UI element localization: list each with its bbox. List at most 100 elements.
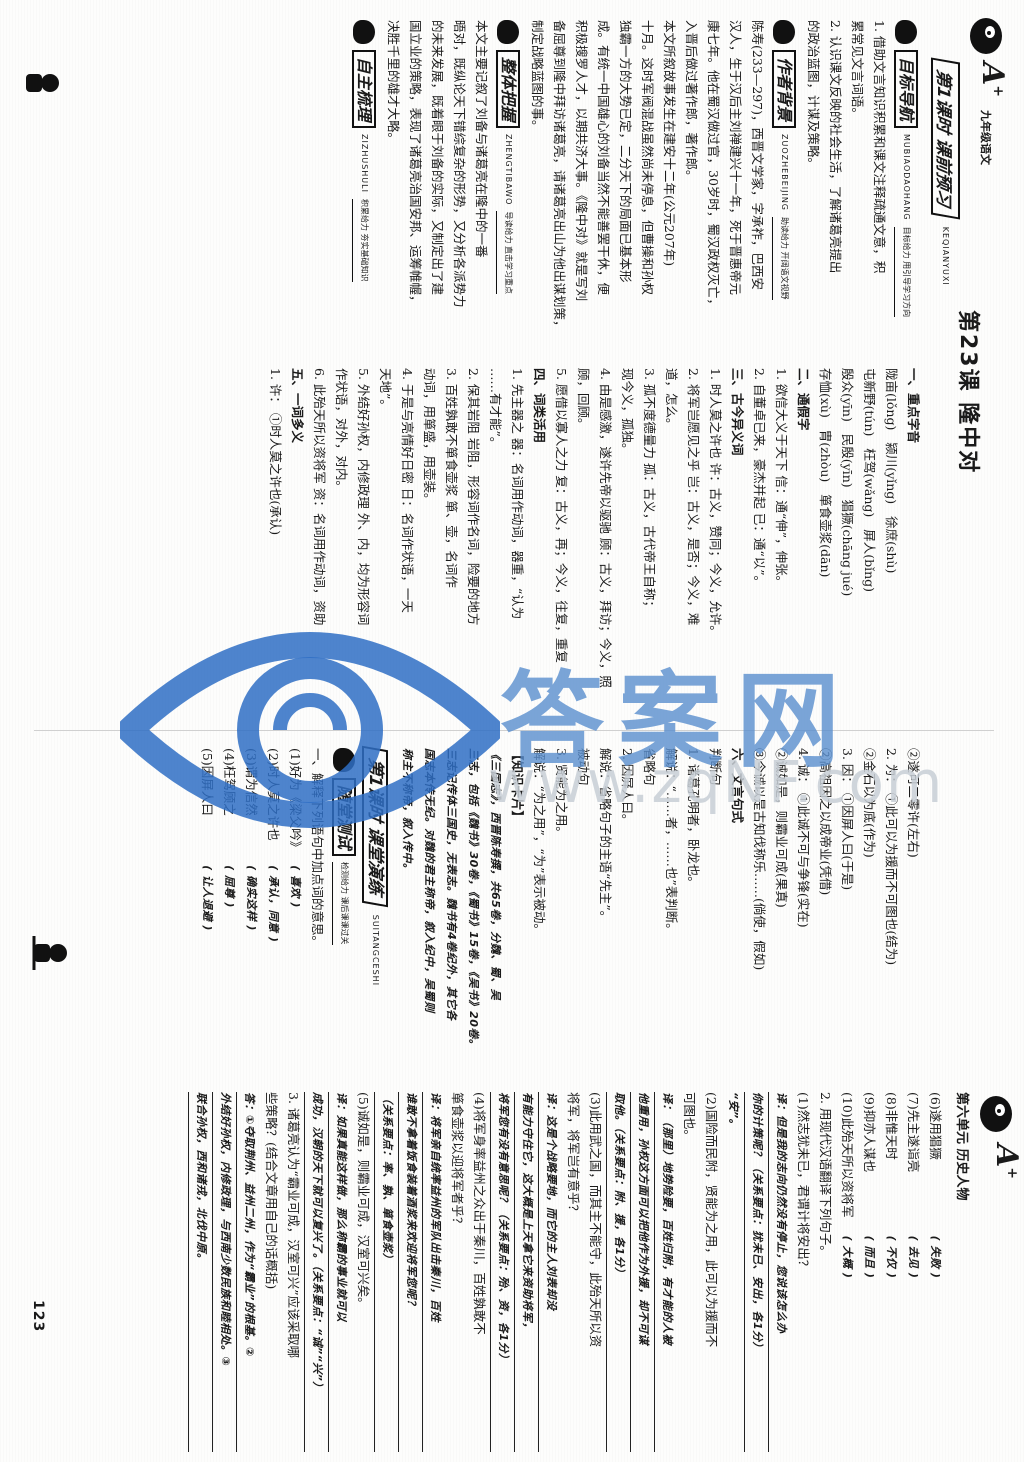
translate-item: 箪食壶浆以迎将军者乎？	[450, 1092, 465, 1230]
mascot-figure	[18, 60, 64, 106]
author-line: 陈寿(233—297)，西晋文学家，字承祚，巴西安	[750, 20, 765, 290]
translate-answer: 他重用，孙权这方面可以把他作为外援，却不可谋	[630, 1092, 654, 1452]
gujin-line: 1. 时人莫之许也 许：古义，赞同；今义，允许。	[708, 368, 723, 638]
question-1-items: (1)好为《梁父吟》 (2)时人莫之许也 (3)谓为信然 (4)枉驾顾之 (5)…	[196, 748, 306, 1078]
author-line: 积极搜罗人才，以期共济大事。《隆中对》就是写刘	[574, 20, 589, 302]
gist-line: 决胜千里的雄才大略。	[386, 20, 401, 146]
question-item: (6)遂用猖獗	[928, 1092, 943, 1160]
section-gist-header: 整体把握 ZHENGTIBAWO 导读给力 直击学习重点	[496, 20, 520, 360]
translate-item: 可图也。	[682, 1092, 697, 1143]
char-row: 陇亩(lǒng) 颍川(yǐng) 徐庶(shù)	[884, 368, 899, 574]
section-goal-pinyin: MUBIAODAOHANG	[902, 134, 911, 221]
section-quiz-title: 随堂测试	[332, 778, 356, 857]
question-item: (2)时人莫之许也	[266, 748, 281, 841]
tongjia-line: 2. 自董卓已来，豪杰并起 已：通“以”。	[752, 368, 767, 589]
jushi-line: 1. 诸葛孔明者，卧龙也。	[686, 748, 701, 889]
knowledge-card-line: 三志记传体三国史，无表志。魏书有4卷纪外，其它各	[445, 748, 458, 1021]
answer-item: ( 失败 )	[929, 1235, 942, 1279]
page-divider	[34, 730, 994, 731]
author-line: 成。有统一中国雄心的刘备当然不能善罢干休，便	[596, 20, 611, 296]
question-heading: 3. 诸葛亮认为“霸业可成，汉室可兴”应该采取哪	[286, 1092, 301, 1359]
cilei-line: ……有才能”。	[488, 368, 503, 450]
question-item: (8)非惟天时	[884, 1092, 899, 1160]
translate-item: (3)此用武之国，而其主不能守，此殆天所以资	[588, 1092, 603, 1348]
question-heading: 一、解释下列语句中加点词的意思。	[310, 748, 325, 949]
jushi-line: 解说：省略句子的主语“先主”。	[598, 748, 613, 924]
cilei-line: 动词，用箪盛，用壶装。	[422, 368, 437, 506]
lesson-title: 第23课 隆中对	[955, 310, 980, 475]
cilei-line: 作状语，对外，对内。	[334, 368, 349, 494]
translate-item: (2)国险而民附，贤能为之用，此可以为援而不	[704, 1092, 719, 1348]
duoyi-line: ②金石以为底(作为)	[862, 748, 877, 858]
section-gist-subtitle: 导读给力 直击学习重点	[496, 211, 520, 294]
author-line: 制定战略蓝图的事。	[530, 20, 545, 133]
heading-tongjia: 二、通假字	[796, 368, 811, 431]
gujin-line: 现今义，孤独。	[620, 368, 635, 456]
translate-answer: 译：如果真能这样做，那么称霸的事业就可以	[328, 1092, 352, 1452]
mascot-figure	[26, 930, 72, 976]
translate-answer: 译：这是个战略要地，而它的主人刘表却没	[538, 1092, 562, 1452]
char-row: 存恤(xù) 胄(zhòu) 箪食壶浆(dān)	[818, 368, 833, 578]
column-3: ②遂可二零许(左右) 2. 为： ①此可以为援而不可图也(结为) ②金石以为底(…	[196, 745, 924, 1078]
knowledge-card-line: 称主不称帝，叙入传中。	[401, 748, 414, 875]
jushi-line: 3. 贤能为之用。	[554, 748, 569, 839]
answer-item: ( 大概 )	[841, 1235, 854, 1279]
translate-item: 将军，将军岂有意乎？	[566, 1092, 581, 1218]
section-self-title: 自主梳理	[352, 50, 376, 129]
unit-heading: 第六单元 历史人物	[954, 1092, 969, 1201]
cilei-line: 2. 保其岩阻 岩阻，形容词作名词，险要的地方	[466, 368, 481, 626]
section-gist-pinyin: ZHENGTIBAWO	[504, 134, 513, 206]
section-goal-subtitle: 目标给力 用引导学习方向	[894, 226, 918, 318]
target-icon	[333, 748, 355, 772]
translate-answer: 你的计策呢？（关系要点：犹未已、安出，各1分）	[744, 1092, 768, 1452]
answer-item: ( 承认，同意 )	[267, 865, 280, 943]
knowledge-card-line: 《三国志》，西晋陈寿撰，共65卷，分魏、蜀、吴	[489, 748, 502, 1001]
cilei-line: 6. 此殆天所以资将军 资：名词用作动词，资助	[312, 368, 327, 626]
section-self-subtitle: 积累给力 夯实基础知识	[352, 198, 376, 282]
char-row: 殷众(yīn) 民殷(yīn) 猖獗(chāng jué)	[840, 368, 855, 597]
author-line: 十月。这时军阀混战虽然尚未停息，但曹操和孙权	[640, 20, 655, 296]
heading-gujin: 三、古今异义词	[730, 368, 745, 456]
pencil-icon	[353, 20, 375, 44]
cilei-line: 5. 外结好孙权，内修政理 外、内，均为形容词	[356, 368, 371, 626]
gujin-line: 2. 将军岂愿见之乎 岂：古义，是否；今义，难	[686, 368, 701, 626]
jushi-line: 解说：“为之用”，“为”表示被动。	[532, 748, 547, 937]
gujin-line: 顾，回顾。	[576, 368, 591, 431]
char-row: 屯新野(tún) 枉驾(wǎng) 屏人(bǐng)	[862, 368, 877, 593]
mascot-logo-left	[964, 14, 1010, 68]
gist-line: 本文主要记叙了刘备与诸葛亮在隆中的一番	[474, 20, 489, 258]
strategy-answer: 外结好孙权，内修政理，与西南少数民族和睦相处。③	[212, 1092, 236, 1452]
duoyi-line: ③今诚以是古知伐称乐……(倘使，假如)	[752, 748, 767, 971]
question-item: (3)谓为信然	[244, 748, 259, 816]
gist-line: 国立业的策略，表现了诸葛亮治国安邦、运筹帷幄，	[408, 20, 423, 308]
knowledge-card-title: 【知识卡片】	[510, 748, 525, 824]
duoyi-line: 4. 诚： ①此诚不可与争锋(实在)	[796, 748, 811, 928]
answer-item: ( 不仅 )	[885, 1235, 898, 1279]
section-gist-title: 整体把握	[496, 50, 520, 129]
translate-answer: 取他。（关系要点：附、援，各1分）	[606, 1092, 630, 1452]
section-author-subtitle: 助读给力 开阔语文视野	[772, 217, 796, 300]
goal-line: 2. 认识课文反映的社会生活，了解诸葛亮提出	[828, 20, 843, 274]
answer-item: ( 喜欢 )	[289, 865, 302, 908]
duoyi-line: 3. 因： ①因屏人曰(于是)	[840, 748, 855, 891]
question-continued: (6)遂用猖獗 (7)先主遂诣亮 (8)非惟天时 (9)抑亦人谋也 (10)此殆…	[836, 1092, 946, 1452]
author-line: 独霸一方的大势已定，二分天下的局面已基本形	[618, 20, 633, 283]
duoyi-line: 2. 为： ①此可以为援而不可图也(结为)	[884, 748, 899, 966]
answer-item: ( 让人退避 )	[201, 865, 214, 931]
knowledge-card-line: 三志，包括《魏书》30卷，《蜀书》15卷，《吴书》20卷。	[467, 748, 480, 1051]
lesson-banner-pinyin: KEQIANYUXI	[941, 226, 950, 286]
answer-item: ( 去见 )	[907, 1235, 920, 1279]
cilei-line: 3. 百姓孰敢不箪食壶浆 箪、壶，名词作	[444, 368, 459, 588]
translate-answer: （关系要点：率、孰、箪食壶浆）	[374, 1092, 398, 1452]
page-number: 123	[30, 1300, 46, 1333]
lamp-icon	[497, 20, 519, 44]
author-line: 本文所叙故事发生在建安十二年(公元207年)	[662, 20, 677, 267]
column-2: 一、重点字音 陇亩(lǒng) 颍川(yǐng) 徐庶(shù) 屯新野(tún…	[264, 368, 924, 728]
translate-answer: “安”。	[727, 1092, 740, 1131]
lesson-banner-2: 第1课时 课堂演练 SUITANGCESHI	[362, 745, 388, 1078]
duoyi-line: 1. 许： ①时人莫之许也(承认)	[268, 368, 283, 536]
